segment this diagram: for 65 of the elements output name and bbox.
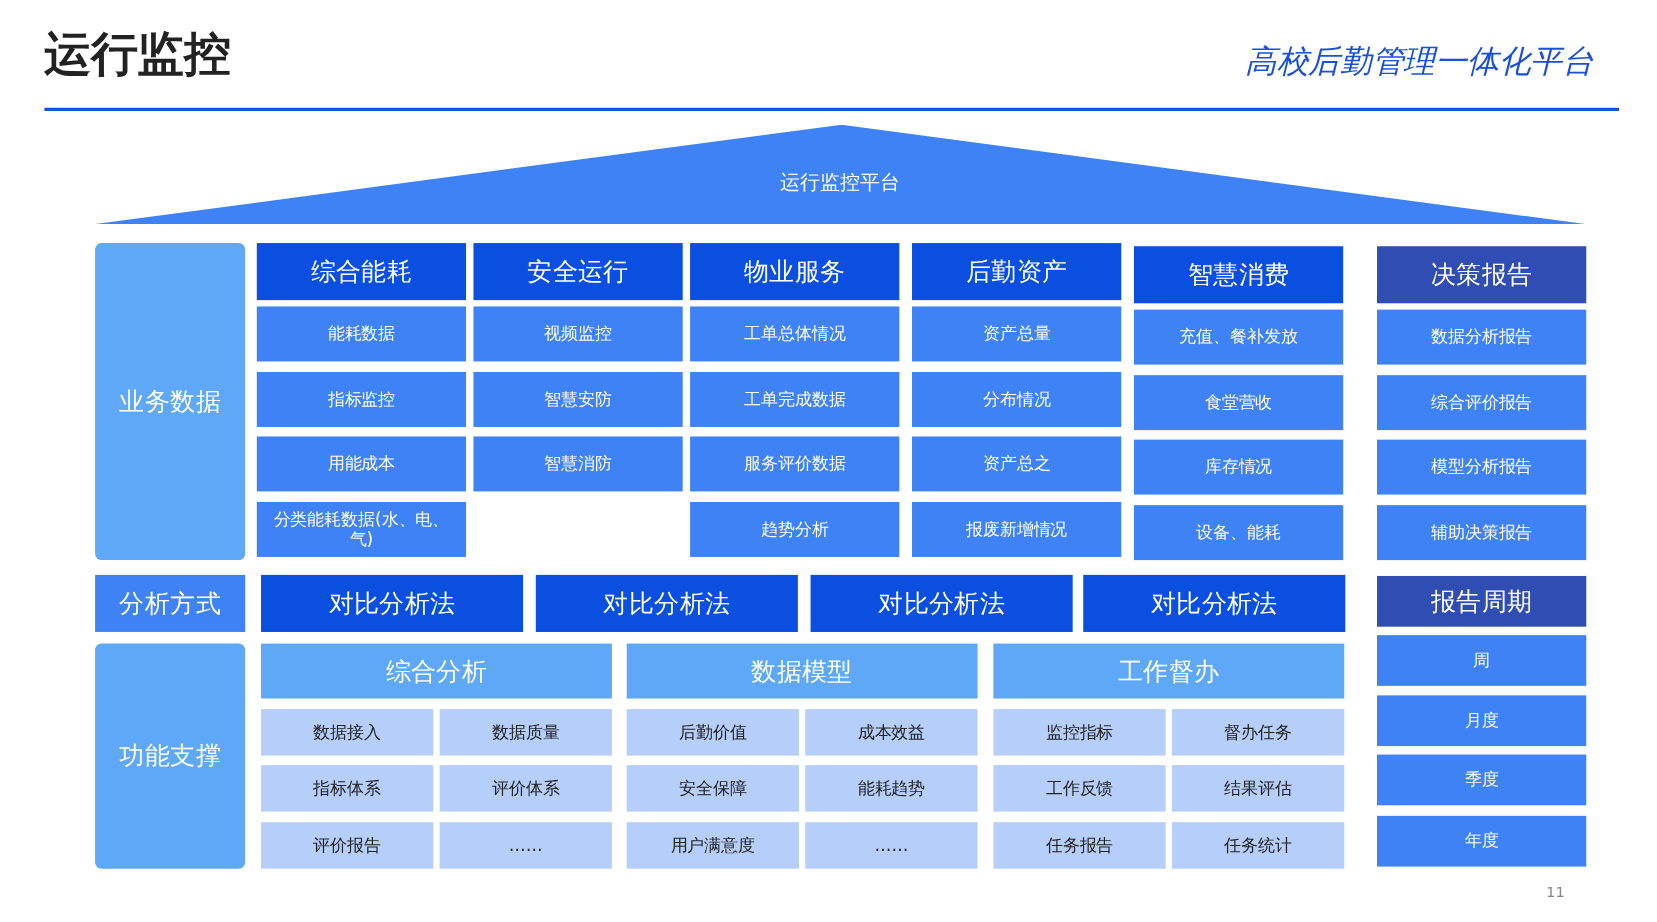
data-tile: 智慧安防 — [473, 372, 683, 427]
function-tile: 后勤价值 — [626, 709, 799, 756]
column-header: 对比分析法 — [261, 574, 524, 632]
section-header: 数据模型 — [626, 643, 978, 699]
data-tile: 能耗数据 — [256, 306, 467, 362]
function-tile: 督办任务 — [1172, 709, 1345, 756]
data-tile: 充值、餐补发放 — [1133, 309, 1344, 365]
data-tile: 资产总量 — [912, 306, 1122, 362]
function-tile: …… — [439, 822, 612, 869]
subtitle: 高校后勤管理一体化平台 — [1244, 41, 1594, 82]
category-panel: 功能支撑 — [95, 643, 246, 869]
function-tile: 安全保障 — [626, 765, 799, 812]
column-header: 后勤资产 — [912, 243, 1122, 301]
column-header: 对比分析法 — [810, 574, 1073, 632]
function-tile: 数据质量 — [439, 709, 612, 756]
data-tile: 趋势分析 — [690, 502, 900, 557]
function-tile: 任务报告 — [993, 822, 1166, 869]
data-tile: 辅助决策报告 — [1377, 505, 1587, 561]
function-tile: 评价体系 — [439, 765, 612, 812]
data-tile: 工单总体情况 — [690, 306, 900, 362]
data-tile: 食堂营收 — [1133, 375, 1344, 431]
data-tile: 综合评价报告 — [1377, 375, 1587, 431]
function-tile: 成本效益 — [805, 709, 978, 756]
function-tile: 能耗趋势 — [805, 765, 978, 812]
data-tile: 月度 — [1377, 695, 1587, 747]
data-tile: 年度 — [1377, 815, 1587, 867]
column-header: 对比分析法 — [1083, 574, 1346, 632]
data-tile: 视频监控 — [473, 306, 683, 362]
data-tile: 资产总之 — [912, 436, 1122, 492]
page-title: 运行监控 — [44, 25, 231, 83]
data-tile: 模型分析报告 — [1377, 439, 1587, 495]
column-header: 综合能耗 — [256, 243, 467, 301]
data-tile: 报废新增情况 — [912, 502, 1122, 557]
data-tile: 分布情况 — [912, 372, 1122, 427]
column-header: 物业服务 — [690, 243, 900, 301]
function-tile: 指标体系 — [261, 765, 434, 812]
data-tile: 库存情况 — [1133, 439, 1344, 495]
function-tile: 用户满意度 — [626, 822, 799, 869]
data-tile: 周 — [1377, 635, 1587, 686]
section-header: 综合分析 — [261, 643, 612, 699]
report-header: 报告周期 — [1377, 575, 1587, 627]
report-header: 决策报告 — [1377, 246, 1587, 304]
function-tile: 评价报告 — [261, 822, 434, 869]
function-tile: 数据接入 — [261, 709, 434, 756]
page-number: 11 — [1546, 883, 1565, 901]
category-panel: 业务数据 — [95, 243, 246, 561]
section-header: 工作督办 — [993, 643, 1345, 699]
data-tile: 指标监控 — [256, 372, 467, 427]
data-tile: 数据分析报告 — [1377, 309, 1587, 365]
method-banner: 分析方式 — [95, 574, 246, 632]
function-tile: 任务统计 — [1172, 822, 1345, 869]
function-tile: 监控指标 — [993, 709, 1166, 756]
column-header: 安全运行 — [473, 243, 683, 301]
data-tile: 智慧消防 — [473, 436, 683, 492]
data-tile: 季度 — [1377, 754, 1587, 806]
data-tile: 用能成本 — [256, 436, 467, 492]
data-tile: 设备、能耗 — [1133, 505, 1344, 561]
column-header: 智慧消费 — [1133, 246, 1344, 304]
data-tile: 工单完成数据 — [690, 372, 900, 427]
function-tile: 工作反馈 — [993, 765, 1166, 812]
function-tile: 结果评估 — [1172, 765, 1345, 812]
data-tile: 分类能耗数据(水、电、气) — [256, 502, 467, 557]
function-tile: …… — [805, 822, 978, 869]
column-header: 对比分析法 — [535, 574, 798, 632]
data-tile: 服务评价数据 — [690, 436, 900, 492]
